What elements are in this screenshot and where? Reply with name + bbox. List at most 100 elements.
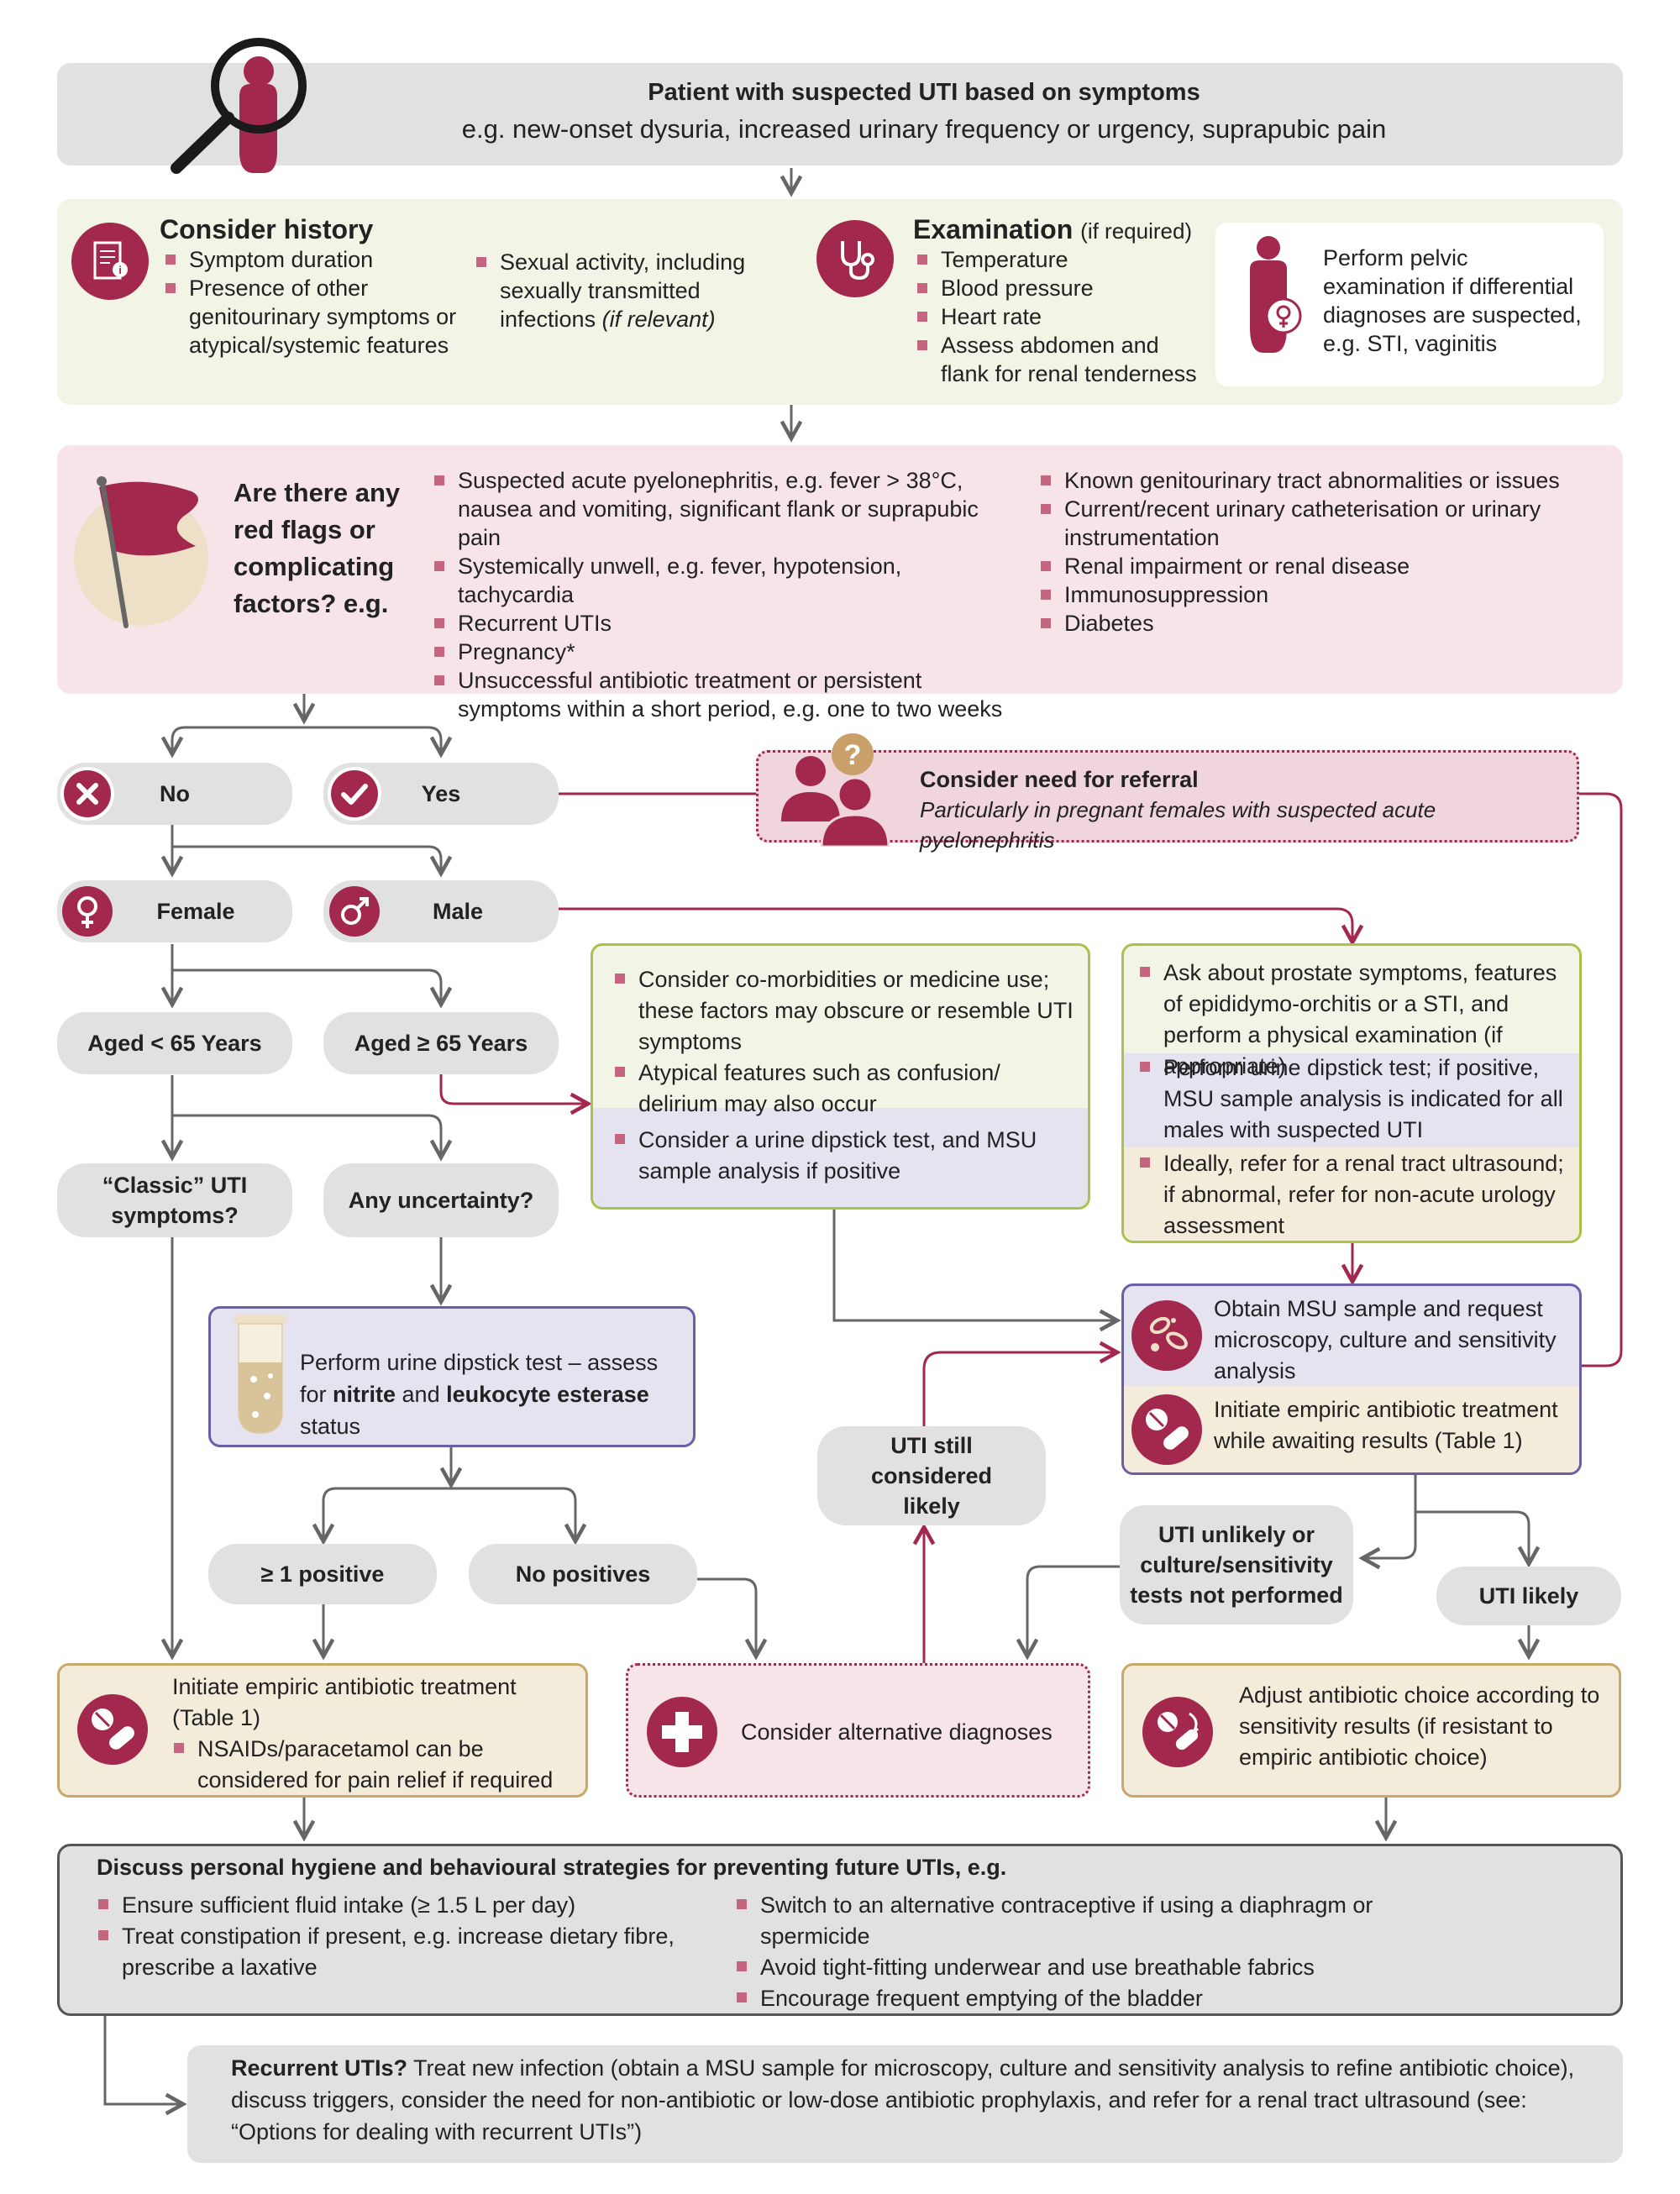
node-uti-unlikely: UTI unlikely or culture/sensitivity test…	[1120, 1505, 1353, 1625]
male-item: Ask about prostate symptoms, features of…	[1138, 958, 1575, 1082]
male-symbol-icon	[329, 886, 380, 937]
node-no-positives: No positives	[469, 1544, 697, 1604]
node-uncertainty-label: Any uncertainty?	[348, 1188, 534, 1213]
hygiene-list-2: Switch to an alternative contraceptive i…	[735, 1890, 1373, 2014]
history-title: Consider history	[160, 214, 374, 244]
redflag-item: Suspected acute pyelonephritis, e.g. fev…	[433, 466, 1021, 552]
older-adult-list: Consider co-morbidities or medicine use;…	[613, 964, 1079, 1120]
svg-text:i: i	[118, 264, 122, 276]
top-subtitle: e.g. new-onset dysuria, increased urinar…	[461, 114, 1387, 144]
node-likely-label: UTI likely	[1478, 1583, 1579, 1609]
history-sexual: Sexual activity, including sexually tran…	[475, 248, 764, 333]
history-item-note: (if relevant)	[601, 307, 716, 332]
redflags-box	[57, 445, 1623, 694]
node-male-label: Male	[432, 899, 484, 924]
node-unlikely-label: UTI unlikely or culture/sensitivity test…	[1130, 1522, 1343, 1608]
arrow-older-to-msu	[832, 1210, 1117, 1320]
dipstick-text: Perform urine dipstick test – assess for…	[300, 1346, 686, 1442]
male-list-3: Ideally, refer for a renal tract ultraso…	[1138, 1148, 1575, 1241]
exam-title: Examination	[913, 214, 1074, 244]
redflag-item: Current/recent urinary catheterisation o…	[1039, 495, 1577, 552]
exam-item: Heart rate	[916, 302, 1201, 331]
adjust-antibiotic-icon	[1142, 1697, 1213, 1767]
older-adult-purple-band	[593, 1108, 1088, 1207]
hygiene-item: Avoid tight-fitting underwear and use br…	[735, 1952, 1373, 1983]
redflag-item: Recurrent UTIs	[433, 609, 1021, 638]
older-adult-list-purple: Consider a urine dipstick test, and MSU …	[613, 1125, 1079, 1187]
redflag-item: Known genitourinary tract abnormalities …	[1039, 466, 1577, 495]
msu-text: Obtain MSU sample and request microscopy…	[1214, 1296, 1557, 1383]
hygiene-item: Treat constipation if present, e.g. incr…	[97, 1921, 685, 1983]
red-flag-icon	[74, 476, 208, 628]
hygiene-item: Encourage frequent emptying of the bladd…	[735, 1983, 1373, 2014]
node-aged-over-label: Aged ≥ 65 Years	[354, 1031, 528, 1056]
treat-item: NSAIDs/paracetamol can be considered for…	[172, 1734, 567, 1796]
alt-diagnoses-text: Consider alternative diagnoses	[741, 1719, 1053, 1745]
exam-title-line: Examination (if required)	[913, 213, 1192, 248]
node-classic-label: “Classic” UTI symptoms?	[102, 1173, 248, 1228]
recurrent-title: Recurrent UTIs?	[231, 2055, 408, 2081]
history-item: Presence of other genitourinary symptoms…	[164, 274, 475, 360]
dipstick-text-post: status	[300, 1414, 361, 1439]
exam-item: Blood pressure	[916, 274, 1201, 302]
node-positive-label: ≥ 1 positive	[260, 1562, 385, 1587]
node-any-uncertainty: Any uncertainty?	[323, 1163, 559, 1237]
male-box	[1121, 943, 1582, 1243]
dipstick-box	[208, 1306, 696, 1447]
arrow-female-to-age	[171, 944, 443, 1005]
check-icon	[331, 770, 378, 817]
dipstick-nitrite: nitrite	[333, 1382, 396, 1407]
male-list-2: Perform urine dipstick test; if positive…	[1138, 1052, 1575, 1146]
dipstick-text-mid: and	[396, 1382, 447, 1407]
redflag-item: Systemically unwell, e.g. fever, hypoten…	[433, 552, 1021, 609]
arrow-over65-to-older	[439, 1073, 588, 1104]
referral-people-icon: ?	[781, 733, 890, 847]
male-item: Ideally, refer for a renal tract ultraso…	[1138, 1148, 1575, 1241]
node-classic-symptoms: “Classic” UTI symptoms?	[57, 1163, 292, 1237]
arrow-dipstick-split	[322, 1446, 577, 1541]
arrow-male-to-malebox	[557, 907, 1352, 942]
arrow-under65-split	[171, 1075, 443, 1157]
yes-icon-wrap	[328, 767, 381, 821]
msu-empiric-text: Initiate empiric antibiotic treatment wh…	[1214, 1397, 1558, 1453]
exam-item: Temperature	[916, 245, 1201, 274]
recurrent-body: Treat new infection (obtain a MSU sample…	[231, 2055, 1575, 2144]
recurrent-text: Recurrent UTIs? Treat new infection (obt…	[231, 2052, 1609, 2148]
redflags-list-1: Suspected acute pyelonephritis, e.g. fev…	[433, 466, 1021, 723]
arrow-unlikely-to-alt	[1027, 1565, 1121, 1656]
exam-title-note: (if required)	[1080, 218, 1193, 244]
test-tube-icon	[234, 1315, 287, 1435]
svg-text:?: ?	[844, 739, 862, 771]
arrow-referral-to-msu	[1354, 792, 1623, 1366]
referral-text: Particularly in pregnant females with su…	[920, 797, 1436, 853]
node-aged-under-65: Aged < 65 Years	[57, 1012, 292, 1074]
male-item: Perform urine dipstick test; if positive…	[1138, 1052, 1575, 1146]
pill-capsule-icon	[1131, 1394, 1202, 1465]
referral-title: Consider need for referral	[920, 767, 1199, 792]
history-item-sexual: Sexual activity, including sexually tran…	[475, 248, 764, 333]
no-icon-wrap	[60, 767, 114, 821]
history-list: Symptom duration Presence of other genit…	[164, 245, 475, 360]
arrow-nopos-to-alt	[697, 1577, 756, 1656]
microscopy-icon	[1131, 1300, 1202, 1371]
arrow-hygiene-to-recurrent	[103, 2016, 183, 2104]
hygiene-box	[57, 1844, 1623, 2016]
arrow-split-no-yes	[171, 726, 443, 754]
hygiene-item: Switch to an alternative contraceptive i…	[735, 1890, 1373, 1952]
older-item-dipstick: Consider a urine dipstick test, and MSU …	[613, 1125, 1079, 1187]
cross-icon	[64, 770, 111, 817]
redflag-item: Unsuccessful antibiotic treatment or per…	[433, 666, 1021, 723]
treat-text: Initiate empiric antibiotic treatment (T…	[172, 1674, 517, 1730]
node-aged-over-65: Aged ≥ 65 Years	[323, 1012, 559, 1074]
arrow-still-to-msu	[922, 1352, 1117, 1428]
top-title: Patient with suspected UTI based on symp…	[648, 79, 1200, 106]
redflag-item: Diabetes	[1039, 609, 1577, 638]
hygiene-list-1: Ensure sufficient fluid intake (≥ 1.5 L …	[97, 1890, 685, 1983]
node-uti-likely: UTI likely	[1436, 1567, 1621, 1625]
older-item: Consider co-morbidities or medicine use;…	[613, 964, 1079, 1058]
redflag-item: Renal impairment or renal disease	[1039, 552, 1577, 580]
exam-item: Assess abdomen and flank for renal tende…	[916, 331, 1201, 388]
older-adult-box	[591, 943, 1090, 1210]
adjust-text: Adjust antibiotic choice according to se…	[1239, 1682, 1600, 1770]
arrow-no-to-sex	[171, 823, 443, 874]
